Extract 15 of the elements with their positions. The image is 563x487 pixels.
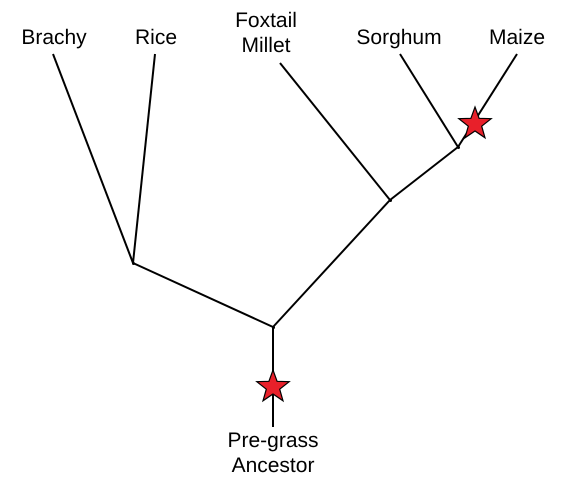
tree-branch [132,262,274,328]
tree-branch [52,54,134,264]
taxon-label: Sorghum [341,25,457,50]
taxon-label: Rice [124,25,188,50]
taxon-label: Foxtail Millet [226,8,306,58]
branch-point [132,262,134,264]
tree-branch [389,146,459,201]
tree-branch [132,54,156,264]
taxon-label: Brachy [8,25,100,50]
tree-branch [399,53,459,148]
tree-branch [279,62,391,201]
branch-point [456,146,460,148]
tree-branch [272,199,391,328]
taxon-label: Maize [484,25,550,50]
taxon-label: Pre-grass Ancestor [216,428,330,478]
